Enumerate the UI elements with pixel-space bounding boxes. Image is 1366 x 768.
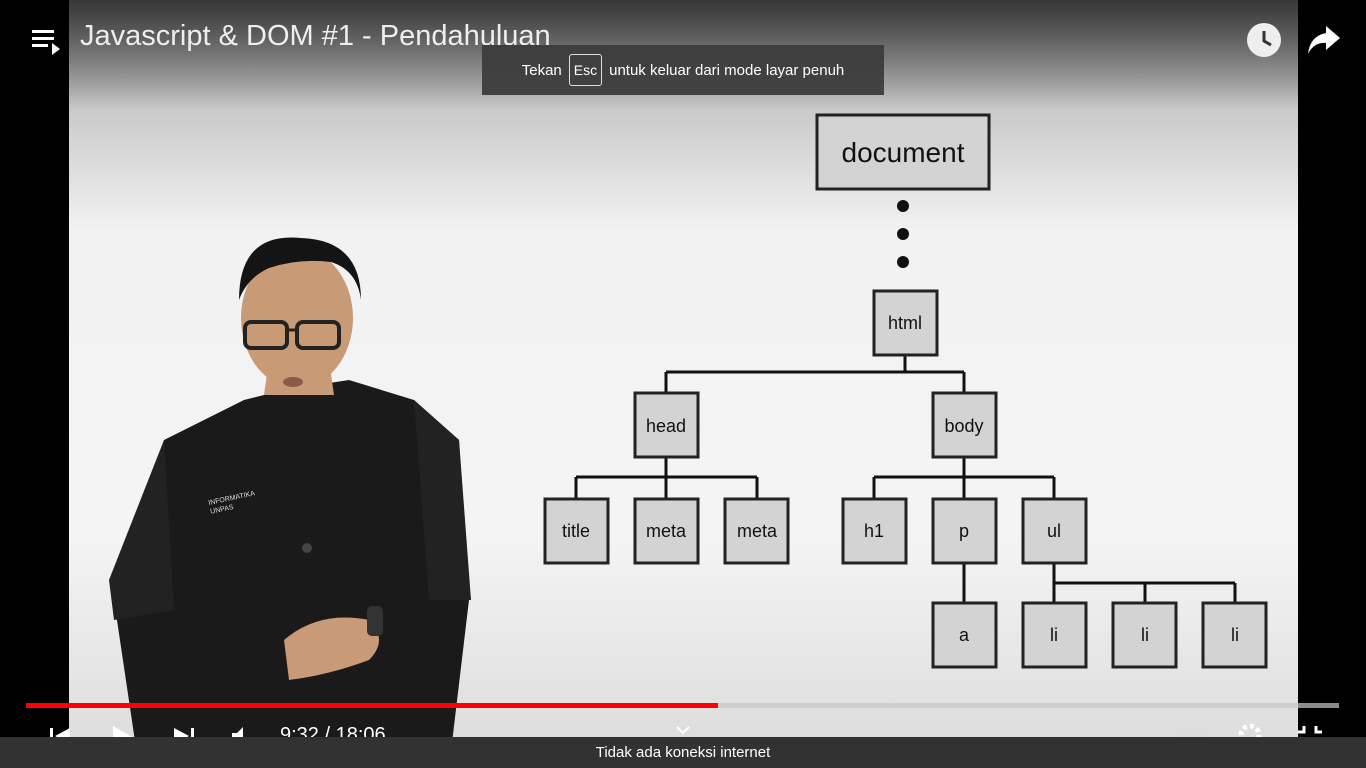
node-label: head [646, 416, 686, 436]
current-time: 9:32 [280, 724, 319, 738]
time-separator: / [318, 724, 336, 738]
node-h1: h1 [841, 497, 908, 565]
miniplayer-icon[interactable] [1178, 728, 1206, 738]
chevron-down-icon[interactable] [676, 726, 690, 736]
next-icon[interactable] [172, 724, 196, 738]
playlist-button[interactable] [30, 26, 62, 58]
toast-prefix: Tekan [521, 61, 562, 79]
offline-message: Tidak ada koneksi internet [595, 744, 771, 761]
duration: 18:06 [335, 724, 386, 738]
presenter-figure [109, 237, 471, 768]
previous-icon[interactable] [48, 724, 72, 738]
volume-icon[interactable] [230, 724, 254, 738]
play-icon[interactable] [110, 724, 136, 738]
node-label: html [888, 313, 922, 333]
node-label: h1 [864, 521, 884, 541]
clock-icon [1262, 31, 1272, 47]
fullscreen-exit-icon[interactable] [1296, 724, 1324, 738]
esc-key-badge: Esc [568, 54, 603, 86]
node-li: li [1111, 601, 1178, 669]
ellipsis-dot [897, 200, 909, 212]
toast-suffix: untuk keluar dari mode layar penuh [609, 61, 845, 79]
node-label: p [959, 521, 969, 541]
player-controls: 9:32 / 18:06 [0, 716, 1366, 738]
node-meta: meta [633, 497, 700, 565]
node-label: meta [737, 521, 778, 541]
node-label: meta [646, 521, 687, 541]
node-label: li [1050, 625, 1058, 645]
node-html: html [872, 289, 939, 357]
node-head: head [633, 391, 700, 459]
progress-bar[interactable] [26, 703, 1339, 708]
node-ul: ul [1021, 497, 1088, 565]
dom-tree-diagram: document html head body title meta [543, 113, 1268, 669]
node-meta: meta [723, 497, 790, 565]
node-a: a [931, 601, 998, 669]
node-label: body [944, 416, 983, 436]
time-display: 9:32 / 18:06 [280, 724, 386, 738]
node-p: p [931, 497, 998, 565]
node-li: li [1021, 601, 1088, 669]
node-label: a [959, 625, 970, 645]
node-label: title [562, 521, 590, 541]
gear-icon[interactable] [1237, 722, 1263, 738]
node-li: li [1201, 601, 1268, 669]
offline-snackbar: Tidak ada koneksi internet [0, 737, 1366, 768]
node-body: body [931, 391, 998, 459]
video-frame[interactable]: INFORMATIKA UNPAS [69, 0, 1298, 768]
ellipsis-dot [897, 228, 909, 240]
node-label: li [1141, 625, 1149, 645]
node-label: document [842, 137, 965, 168]
node-title: title [543, 497, 610, 565]
share-icon [1308, 26, 1340, 54]
progress-played [26, 703, 718, 708]
ellipsis-dot [897, 256, 909, 268]
watch-later-button[interactable] [1247, 23, 1281, 57]
playlist-icon [32, 30, 60, 55]
tree-connectors [574, 355, 1237, 603]
node-label: ul [1047, 521, 1061, 541]
share-button[interactable] [1306, 24, 1342, 56]
node-label: li [1231, 625, 1239, 645]
node-document: document [815, 113, 991, 191]
fullscreen-exit-toast: Tekan Esc untuk keluar dari mode layar p… [482, 45, 884, 95]
video-title[interactable]: Javascript & DOM #1 - Pendahuluan [80, 20, 551, 52]
